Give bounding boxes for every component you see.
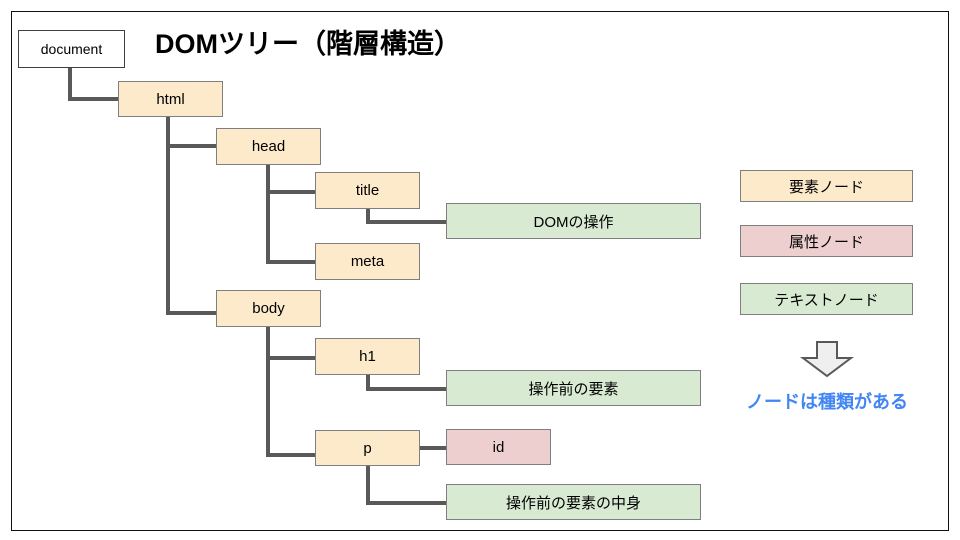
node-meta-label: meta bbox=[350, 253, 385, 270]
connector-body-p bbox=[266, 453, 317, 457]
connector-head-title bbox=[266, 190, 317, 194]
node-h1-label: h1 bbox=[359, 348, 376, 365]
node-h1-text[interactable]: 操作前の要素 bbox=[446, 370, 701, 406]
node-head-label: head bbox=[251, 138, 286, 155]
connector-body-children-spine bbox=[266, 327, 270, 457]
node-title[interactable]: title bbox=[315, 172, 420, 209]
legend-item-text-node[interactable]: テキストノード bbox=[740, 283, 913, 315]
page-title: DOMツリー（階層構造） bbox=[155, 29, 461, 59]
connector-head-meta bbox=[266, 260, 317, 264]
connector-p-attribute bbox=[419, 446, 447, 450]
node-document-label: document bbox=[40, 41, 103, 57]
down-arrow-icon bbox=[800, 341, 854, 378]
node-document[interactable]: document bbox=[18, 30, 125, 68]
node-head[interactable]: head bbox=[216, 128, 321, 165]
connector-html-children-spine bbox=[166, 116, 170, 315]
node-h1[interactable]: h1 bbox=[315, 338, 420, 375]
node-p-label: p bbox=[363, 439, 372, 457]
connector-title-text-vertical bbox=[366, 209, 370, 224]
node-p-text[interactable]: 操作前の要素の中身 bbox=[446, 484, 701, 520]
node-h1-text-label: 操作前の要素 bbox=[528, 380, 619, 398]
connector-p-text-horizontal bbox=[366, 501, 447, 505]
connector-p-text-vertical bbox=[366, 465, 370, 505]
node-p[interactable]: p bbox=[315, 430, 420, 466]
connector-title-text-horizontal bbox=[366, 220, 447, 224]
connector-html-head bbox=[166, 144, 218, 148]
slide-frame bbox=[11, 11, 949, 531]
node-body[interactable]: body bbox=[216, 290, 321, 327]
connector-body-h1 bbox=[266, 356, 317, 360]
connector-h1-text-vertical bbox=[366, 375, 370, 391]
legend-conclusion-text: ノードは種類がある bbox=[746, 392, 908, 412]
node-p-attribute-id-label: id bbox=[492, 438, 505, 456]
node-title-text[interactable]: DOMの操作 bbox=[446, 203, 701, 239]
connector-document-html-vertical bbox=[68, 68, 72, 99]
legend-item-text-node-label: テキストノード bbox=[774, 291, 879, 309]
legend-item-attribute-node[interactable]: 属性ノード bbox=[740, 225, 913, 257]
connector-h1-text-horizontal bbox=[366, 387, 447, 391]
node-html-label: html bbox=[156, 90, 185, 108]
node-p-attribute-id[interactable]: id bbox=[446, 429, 551, 465]
node-p-text-label: 操作前の要素の中身 bbox=[505, 494, 641, 512]
node-body-label: body bbox=[252, 300, 285, 317]
connector-html-body bbox=[166, 311, 218, 315]
node-title-label: title bbox=[355, 182, 380, 199]
connector-document-html-horizontal bbox=[68, 97, 120, 101]
node-title-text-label: DOMの操作 bbox=[533, 213, 614, 231]
connector-head-children-spine bbox=[266, 165, 270, 264]
legend-item-attribute-node-label: 属性ノード bbox=[788, 233, 864, 251]
node-html[interactable]: html bbox=[118, 81, 223, 117]
legend-item-element-node-label: 要素ノード bbox=[788, 178, 864, 196]
legend-item-element-node[interactable]: 要素ノード bbox=[740, 170, 913, 202]
node-meta[interactable]: meta bbox=[315, 243, 420, 280]
